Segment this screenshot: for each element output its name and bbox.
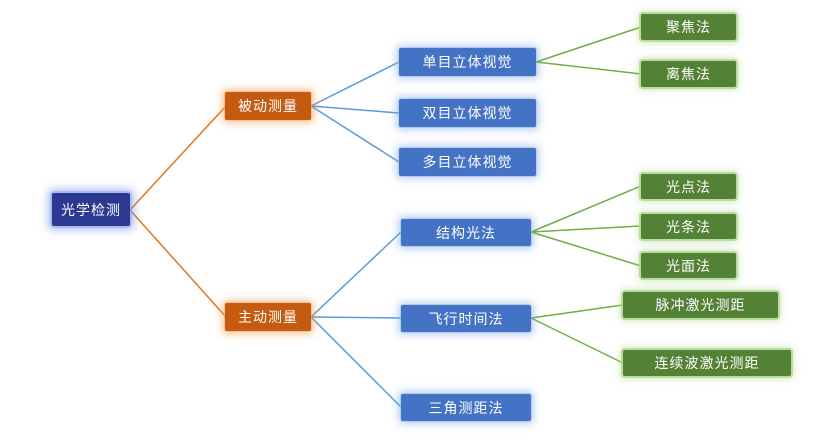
- connector-active-structured: [310, 231, 402, 318]
- node-light-spot-method: 光点法: [641, 174, 736, 199]
- node-monocular-stereo-vision: 单目立体视觉: [399, 48, 536, 76]
- connector-active-tof: [310, 316, 402, 319]
- connector-tof-pulsed: [530, 304, 624, 319]
- node-light-stripe-method: 光条法: [641, 214, 736, 239]
- node-binocular-stereo-vision: 双目立体视觉: [399, 99, 536, 127]
- connector-structured-spot: [530, 185, 642, 233]
- node-passive-measurement: 被动测量: [225, 92, 311, 120]
- node-continuous-wave-laser-ranging: 连续波激光测距: [623, 350, 791, 376]
- node-optical-detection-root: 光学检测: [52, 193, 130, 226]
- node-triangulation-method: 三角测距法: [401, 394, 531, 421]
- connector-passive-mono: [310, 61, 400, 107]
- connector-mono-focus: [535, 26, 642, 63]
- connector-tof-cw: [530, 317, 624, 364]
- connector-mono-defocus: [535, 61, 642, 75]
- node-time-of-flight-method: 飞行时间法: [401, 305, 531, 332]
- connector-active-triangulation: [310, 316, 402, 408]
- connector-passive-multi: [310, 105, 400, 163]
- connector-passive-bino: [310, 105, 400, 114]
- node-multiview-stereo-vision: 多目立体视觉: [399, 148, 536, 176]
- node-defocus-method: 离焦法: [641, 61, 736, 87]
- connector-root-active: [129, 209, 227, 318]
- node-active-measurement: 主动测量: [225, 303, 311, 331]
- connector-structured-stripe: [530, 225, 642, 233]
- node-light-surface-method: 光面法: [641, 253, 736, 278]
- node-pulsed-laser-ranging: 脉冲激光测距: [623, 292, 778, 318]
- node-focus-method: 聚焦法: [641, 14, 736, 40]
- node-structured-light-method: 结构光法: [401, 219, 531, 246]
- connector-root-passive: [129, 105, 227, 211]
- connector-structured-surface: [530, 231, 642, 267]
